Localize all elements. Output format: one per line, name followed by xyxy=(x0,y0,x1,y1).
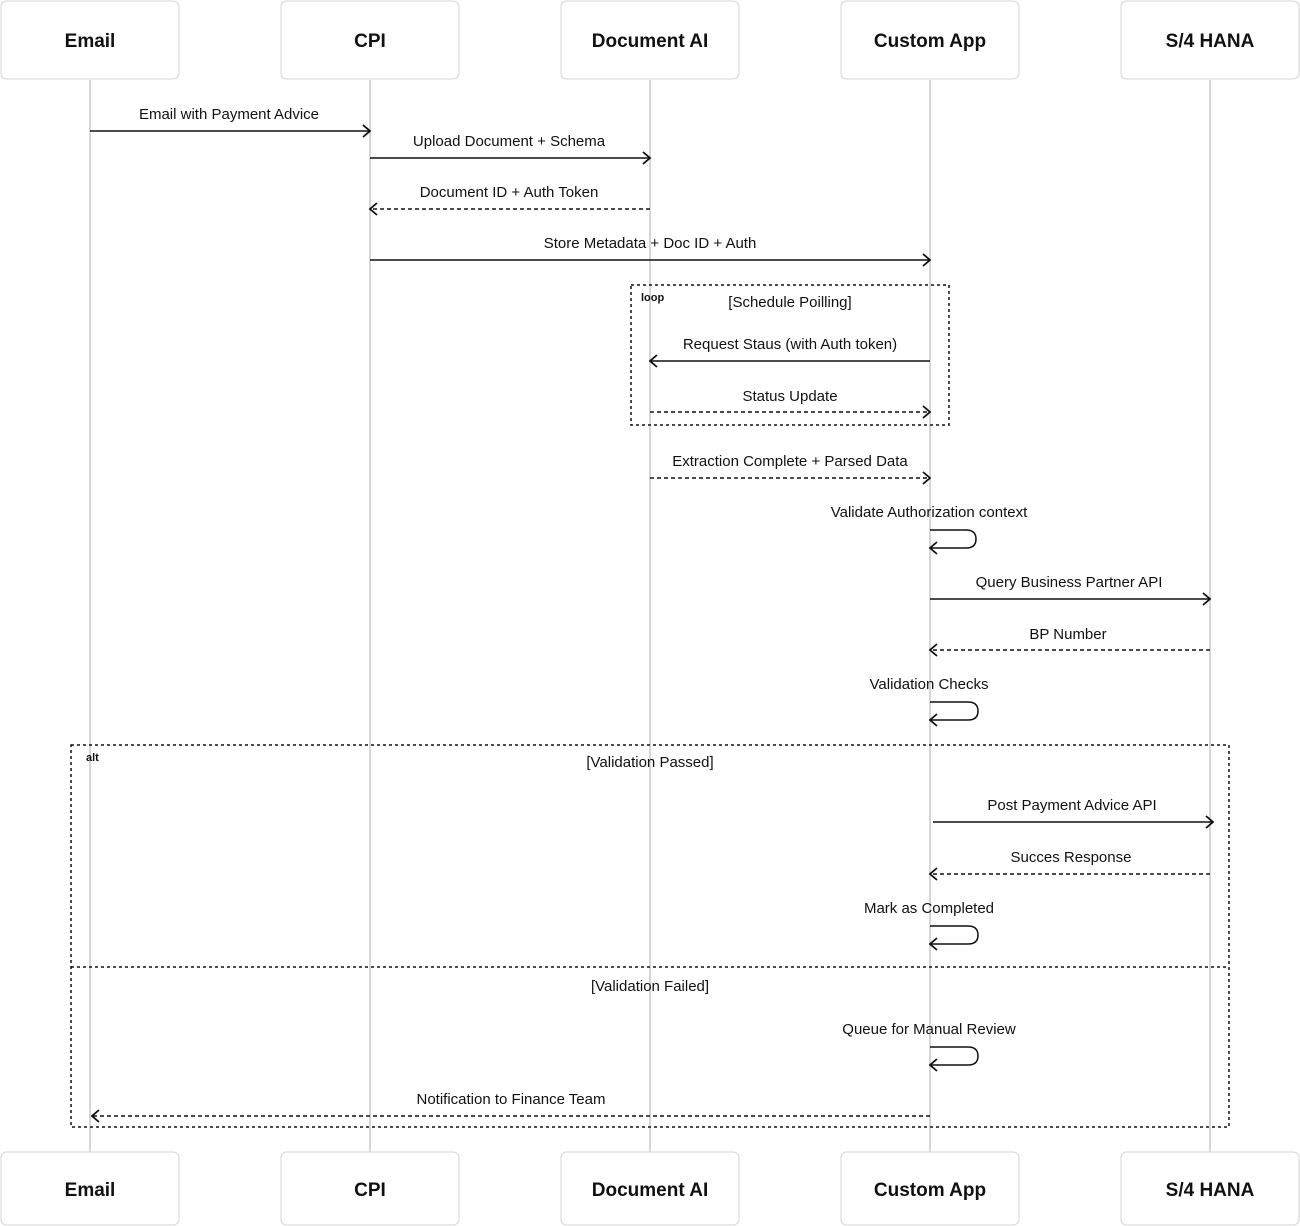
actor-bottom-custom-app: Custom App xyxy=(840,1151,1020,1226)
alt-guard-passed: [Validation Passed] xyxy=(586,754,713,771)
actor-bottom-email: Email xyxy=(0,1151,180,1226)
message-success-response: Succes Response xyxy=(928,849,1210,881)
message-label: Queue for Manual Review xyxy=(842,1021,1016,1038)
message-label: Upload Document + Schema xyxy=(413,133,606,150)
actor-label: CPI xyxy=(354,1180,386,1201)
actor-top-s4-hana: S/4 HANA xyxy=(1120,0,1300,80)
actor-bottom-cpi: CPI xyxy=(280,1151,460,1226)
message-query-business-partner: Query Business Partner API xyxy=(930,574,1212,606)
actor-label: Email xyxy=(65,31,116,52)
actor-label: Document AI xyxy=(592,1180,708,1201)
actor-top-custom-app: Custom App xyxy=(840,0,1020,80)
actor-top-cpi: CPI xyxy=(280,0,460,80)
actor-label: Custom App xyxy=(874,31,986,52)
self-message-validate-authorization: Validate Authorization context xyxy=(831,504,1028,555)
message-label: Document ID + Auth Token xyxy=(420,184,599,201)
message-label: Extraction Complete + Parsed Data xyxy=(672,453,908,470)
actor-top-document-ai: Document AI xyxy=(560,0,740,80)
message-label: Post Payment Advice API xyxy=(987,797,1156,814)
message-upload-document-schema: Upload Document + Schema xyxy=(370,133,652,165)
message-label: Mark as Completed xyxy=(864,900,994,917)
self-message-validation-checks: Validation Checks xyxy=(870,676,989,727)
message-label: Store Metadata + Doc ID + Auth xyxy=(544,235,757,252)
message-status-update: Status Update xyxy=(650,388,932,419)
alt-frame: alt [Validation Passed] [Validation Fail… xyxy=(70,744,1230,1128)
message-label: Validate Authorization context xyxy=(831,504,1028,521)
self-message-queue-manual-review: Queue for Manual Review xyxy=(842,1021,1016,1072)
message-email-with-payment-advice: Email with Payment Advice xyxy=(90,106,372,138)
message-label: Validation Checks xyxy=(870,676,989,693)
self-message-mark-completed: Mark as Completed xyxy=(864,900,994,951)
message-label: Email with Payment Advice xyxy=(139,106,319,123)
frame-kind-label: loop xyxy=(641,292,664,304)
message-label: Notification to Finance Team xyxy=(417,1091,606,1108)
message-bp-number: BP Number xyxy=(928,626,1210,657)
actor-bottom-document-ai: Document AI xyxy=(560,1151,740,1226)
message-extraction-complete: Extraction Complete + Parsed Data xyxy=(650,453,932,485)
message-label: Query Business Partner API xyxy=(976,574,1163,591)
message-document-id-auth-token: Document ID + Auth Token xyxy=(368,184,650,216)
message-label: Status Update xyxy=(742,388,837,405)
message-label: Request Staus (with Auth token) xyxy=(683,336,897,353)
message-label: Succes Response xyxy=(1011,849,1132,866)
actor-label: S/4 HANA xyxy=(1166,31,1255,52)
message-store-metadata: Store Metadata + Doc ID + Auth xyxy=(370,235,932,267)
message-notification-finance-team: Notification to Finance Team xyxy=(90,1091,930,1123)
actor-label: Email xyxy=(65,1180,116,1201)
loop-frame: loop [Schedule Poilling] xyxy=(630,284,950,426)
actor-top-email: Email xyxy=(0,0,180,80)
message-request-status: Request Staus (with Auth token) xyxy=(648,336,930,368)
message-label: BP Number xyxy=(1029,626,1106,643)
actor-label: S/4 HANA xyxy=(1166,1180,1255,1201)
loop-guard: [Schedule Poilling] xyxy=(728,294,851,311)
actor-label: CPI xyxy=(354,31,386,52)
actor-label: Custom App xyxy=(874,1180,986,1201)
actor-label: Document AI xyxy=(592,31,708,52)
alt-guard-failed: [Validation Failed] xyxy=(591,978,709,995)
message-post-payment-advice: Post Payment Advice API xyxy=(933,797,1215,829)
actor-bottom-s4-hana: S/4 HANA xyxy=(1120,1151,1300,1226)
frame-kind-label: alt xyxy=(86,752,99,764)
